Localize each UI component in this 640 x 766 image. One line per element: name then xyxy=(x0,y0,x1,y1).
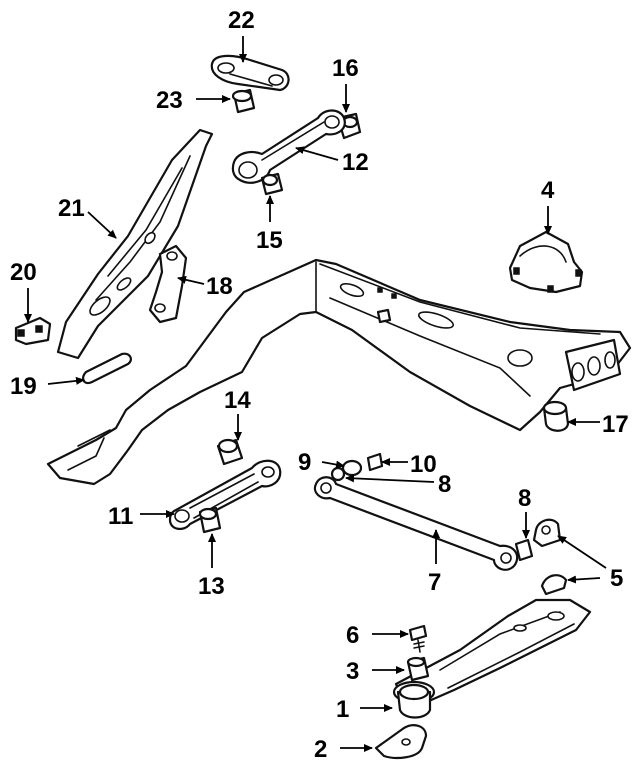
callout-numbers: 22 23 16 12 15 21 18 20 19 4 17 14 9 10 … xyxy=(10,7,629,763)
callout-18: 18 xyxy=(206,273,233,300)
part-5-clamp-upper xyxy=(532,518,562,548)
callout-16: 16 xyxy=(332,55,359,82)
callout-4: 4 xyxy=(541,177,555,204)
callout-8-upper: 8 xyxy=(438,471,451,498)
callout-8-lower: 8 xyxy=(518,485,531,512)
part-6-bolt xyxy=(408,624,428,653)
part-2-plate xyxy=(374,724,428,759)
part-18-bracket xyxy=(148,244,188,324)
part-14-bushing xyxy=(216,438,244,466)
part-8-bushing-lower xyxy=(514,538,534,562)
callout-leaders xyxy=(24,36,607,752)
callout-14: 14 xyxy=(224,387,251,414)
callout-10: 10 xyxy=(410,451,437,478)
callout-9: 9 xyxy=(298,449,311,476)
part-5-clamp-lower xyxy=(540,574,568,596)
part-main-frame xyxy=(46,258,632,486)
callout-23: 23 xyxy=(156,87,183,114)
part-1-mount xyxy=(392,680,436,719)
part-7-rod xyxy=(313,476,519,571)
callout-7: 7 xyxy=(428,569,441,596)
part-13-bushing xyxy=(198,506,222,534)
part-4-mount xyxy=(508,230,584,294)
callout-3: 3 xyxy=(346,658,359,685)
part-21-panel xyxy=(56,128,214,360)
callout-22: 22 xyxy=(228,7,255,34)
callout-17: 17 xyxy=(602,411,629,438)
callout-21: 21 xyxy=(58,195,85,222)
part-23-bushing xyxy=(231,88,256,114)
part-8-bushing-upper xyxy=(330,466,346,482)
callout-13: 13 xyxy=(198,573,225,600)
part-11-lower-control-arm xyxy=(168,459,282,530)
part-19-clip xyxy=(82,352,132,385)
part-12-upper-control-arm xyxy=(231,109,346,184)
part-20-bracket xyxy=(14,316,52,346)
callout-11: 11 xyxy=(108,503,133,530)
part-3-bushing xyxy=(406,656,430,682)
part-10-nut xyxy=(366,452,384,472)
callout-19: 19 xyxy=(10,373,37,400)
part-9-washer xyxy=(341,459,363,477)
callout-12: 12 xyxy=(342,149,369,176)
part-17-bumper xyxy=(542,400,570,432)
part-15-bushing xyxy=(260,172,284,196)
callout-20: 20 xyxy=(10,259,37,286)
callout-2: 2 xyxy=(314,736,327,763)
part-22-bracket xyxy=(210,54,290,92)
callout-15: 15 xyxy=(256,227,283,254)
callout-6: 6 xyxy=(346,622,359,649)
callout-1: 1 xyxy=(336,696,349,723)
callout-5: 5 xyxy=(610,565,623,592)
